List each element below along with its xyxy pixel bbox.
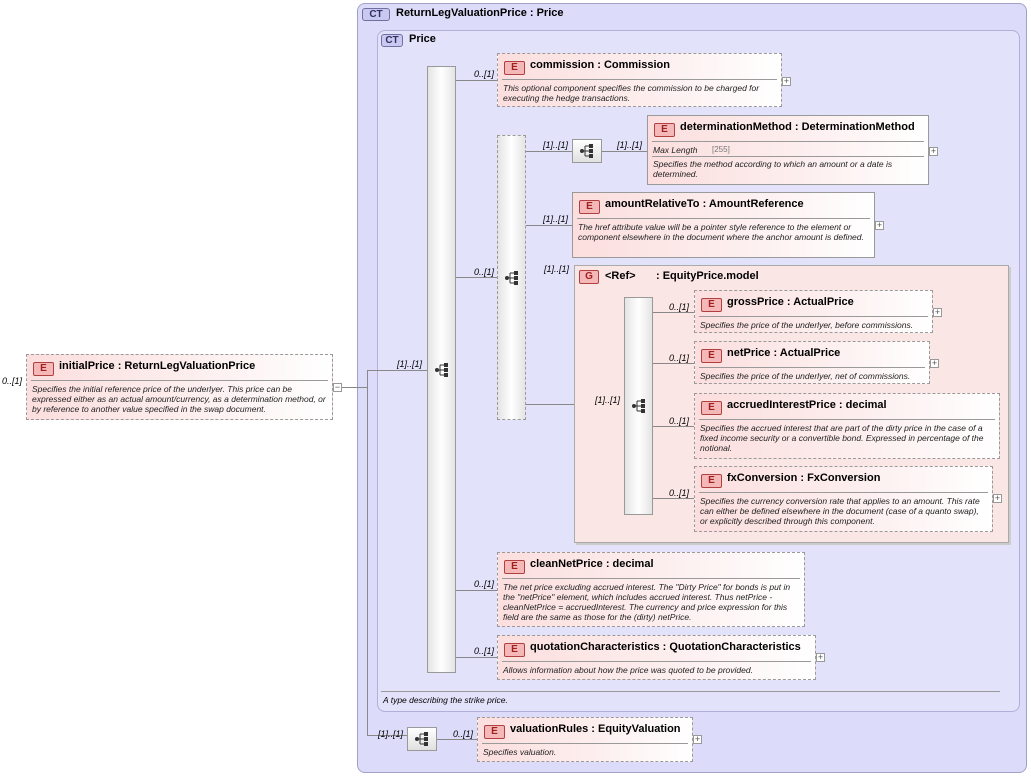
collapse-minus-icon[interactable]: − [333,382,342,392]
element-badge: E [504,560,525,574]
root-cardinality: 0..[1] [2,376,23,386]
price-footer-separator [381,691,1000,692]
element-determinationMethod[interactable]: E determinationMethod : DeterminationMet… [647,115,929,185]
accruedInterestPrice-cardinality: 0..[1] [669,416,690,426]
commission-cardinality: 0..[1] [474,69,495,79]
element-title: determinationMethod : DeterminationMetho… [680,121,915,133]
expand-plus-icon[interactable]: + [993,493,1002,503]
element-cleanNetPrice[interactable]: E cleanNetPrice : decimal The net price … [497,552,805,627]
element-title: fxConversion : FxConversion [727,472,881,484]
determinationMethod-cardinality: [1]..[1] [617,140,643,150]
complex-type-title: ReturnLegValuationPrice : Price [396,7,564,19]
element-title: quotationCharacteristics : QuotationChar… [530,641,801,653]
sequence-icon [579,143,595,159]
element-valuationRules[interactable]: E valuationRules : EquityValuation Speci… [477,717,693,762]
facet-value: [255] [712,145,730,154]
element-badge: E [701,298,722,312]
expand-plus-icon[interactable]: + [875,220,884,230]
element-description: Specifies the price of the underlyer, ne… [700,371,911,381]
element-description: Allows information about how the price w… [503,665,753,675]
expand-plus-icon[interactable]: + [929,146,938,156]
group-cardinality: [1]..[1] [544,264,570,274]
ct-badge: CT [362,8,390,21]
element-accruedInterestPrice[interactable]: E accruedInterestPrice : decimal Specifi… [694,393,1000,459]
element-title: initialPrice : ReturnLegValuationPrice [59,360,256,372]
element-netPrice[interactable]: E netPrice : ActualPrice Specifies the p… [694,341,930,384]
element-quotationCharacteristics[interactable]: E quotationCharacteristics : QuotationCh… [497,635,816,680]
expand-plus-icon[interactable]: + [782,76,791,86]
expand-plus-icon[interactable]: + [930,358,939,368]
element-title: commission : Commission [530,59,670,71]
netPrice-cardinality: 0..[1] [669,353,690,363]
element-description: Specifies the accrued interest that are … [700,423,984,453]
element-badge: E [484,725,505,739]
group-sequence-bar [624,297,653,515]
element-badge: E [701,474,722,488]
amountRelativeTo-cardinality: [1]..[1] [543,214,569,224]
element-description: This optional component specifies the co… [503,83,760,103]
valuationRules-cardinality: 0..[1] [453,729,474,739]
element-description: Specifies the price of the underlyer, be… [700,320,914,330]
quotationCharacteristics-cardinality: 0..[1] [474,646,495,656]
element-description: The href attribute value will be a point… [578,222,864,242]
expand-plus-icon[interactable]: + [933,307,942,317]
element-title: cleanNetPrice : decimal [530,558,654,570]
bottom-seq-cardinality: [1]..[1] [378,729,404,739]
sequence-icon [414,731,430,747]
group-seq-cardinality: [1]..[1] [595,395,621,405]
sequence-icon [434,362,450,378]
element-description: Specifies valuation. [483,747,557,757]
element-title: netPrice : ActualPrice [727,347,841,359]
element-title: valuationRules : EquityValuation [510,723,681,735]
price-type-title: Price [409,33,436,45]
element-title: amountRelativeTo : AmountReference [605,198,804,210]
element-amountRelativeTo[interactable]: E amountRelativeTo : AmountReference The… [572,192,875,258]
grossPrice-cardinality: 0..[1] [669,302,690,312]
element-initialPrice[interactable]: E initialPrice : ReturnLegValuationPrice… [26,354,333,420]
expand-plus-icon[interactable]: + [816,652,825,662]
cleanNetPrice-cardinality: 0..[1] [474,579,495,589]
element-title: grossPrice : ActualPrice [727,296,854,308]
fxConversion-cardinality: 0..[1] [669,488,690,498]
element-badge: E [33,362,54,376]
expand-plus-icon[interactable]: + [693,734,702,744]
price-ct-badge: CT [381,34,403,47]
group-badge: G [579,270,599,284]
element-description: Specifies the initial reference price of… [32,384,326,414]
element-badge: E [504,61,525,75]
element-fxConversion[interactable]: E fxConversion : FxConversion Specifies … [694,466,993,532]
element-badge: E [701,349,722,363]
inner-choice-cardinality: [1]..[1] [543,140,569,150]
element-title: accruedInterestPrice : decimal [727,399,887,411]
group-title: : EquityPrice.model [656,270,759,282]
main-seq-cardinality: [1]..[1] [397,359,423,369]
group-ref-label: <Ref> [605,270,636,282]
element-badge: E [701,401,722,415]
sequence-icon [631,398,647,414]
choice-icon [504,270,520,286]
element-grossPrice[interactable]: E grossPrice : ActualPrice Specifies the… [694,290,933,333]
element-badge: E [504,643,525,657]
element-badge: E [654,123,675,137]
element-description: Specifies the currency conversion rate t… [700,496,980,526]
element-description: The net price excluding accrued interest… [503,582,791,622]
price-type-footer: A type describing the strike price. [383,695,508,705]
choice-cardinality: 0..[1] [474,267,495,277]
element-description: Specifies the method according to which … [653,159,893,179]
facet-label: Max Length [653,145,698,155]
element-badge: E [579,200,600,214]
element-commission[interactable]: E commission : Commission This optional … [497,53,782,107]
